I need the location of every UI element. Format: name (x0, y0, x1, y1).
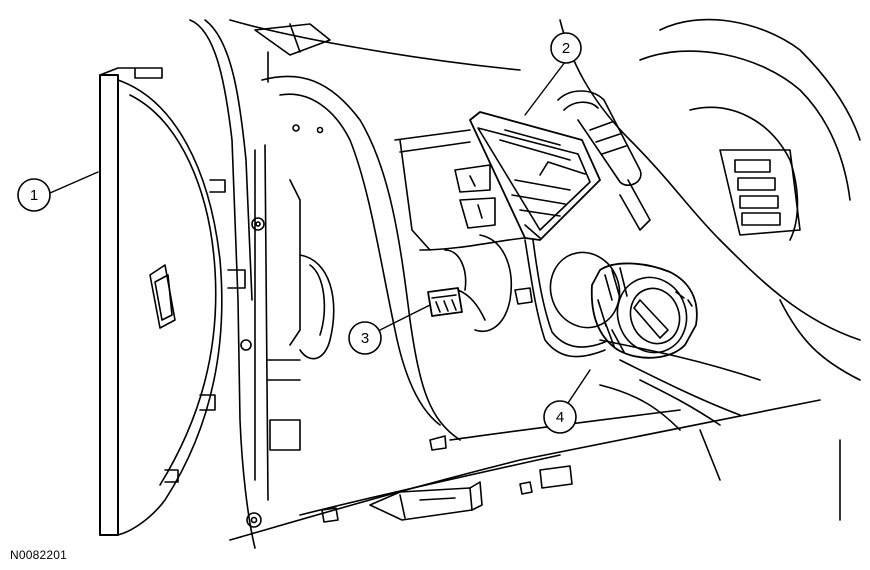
side-cover-panel (99, 67, 246, 536)
headlamp-switch (549, 251, 698, 359)
callout-2-label: 2 (562, 40, 570, 57)
callout-2: 2 (550, 32, 582, 64)
lower-dash-modules (321, 435, 573, 523)
callout-3: 3 (348, 321, 382, 355)
callout-1-label: 1 (30, 187, 38, 204)
callout-3-label: 3 (361, 330, 369, 347)
callout-1: 1 (17, 178, 51, 212)
callout-4: 4 (543, 400, 577, 434)
instrument-panel-structure (189, 18, 861, 549)
callout-4-label: 4 (556, 409, 564, 426)
callout-leaders (49, 61, 591, 404)
duct-and-wire-harness (394, 129, 606, 358)
electrical-connector (427, 287, 486, 321)
figure-reference-code: N0082201 (10, 548, 67, 562)
